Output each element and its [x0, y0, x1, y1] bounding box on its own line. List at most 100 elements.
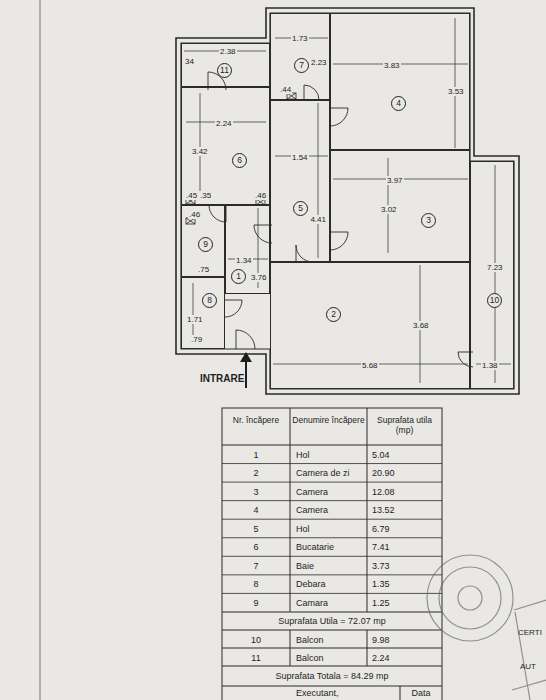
dimension-label: .44 [279, 85, 292, 94]
table-cell: 5.04 [372, 450, 440, 460]
room-number: 7 [294, 58, 309, 73]
table-row-line [222, 482, 442, 483]
table-cell: 4 [224, 505, 288, 515]
table-cell: 20.90 [372, 468, 440, 478]
room: 51.544.41 [270, 100, 330, 262]
room-number: 6 [232, 153, 247, 168]
dimension-label: 2.23 [310, 58, 328, 67]
table-cell: 1.35 [372, 579, 440, 589]
table-cell: 9.98 [372, 635, 440, 645]
table-cell: Suprafata Utila = 72.07 mp [224, 616, 440, 626]
room-number: 1 [231, 269, 246, 284]
table-cell: 3.73 [372, 561, 440, 571]
inner-wall [181, 13, 514, 389]
table-cell: 13.52 [372, 505, 440, 515]
stamp-text: AUT [520, 662, 544, 672]
table-cell: Bucatarie [296, 542, 365, 552]
table-cell: Hol [296, 524, 365, 534]
dimension-label: .45 [185, 191, 198, 200]
dimension-label: 1.71 [186, 315, 204, 324]
door-swings [208, 72, 473, 367]
table-cell: 2 [224, 468, 288, 478]
room: 8 1.71 .79 [181, 277, 225, 349]
table-cell: Camera de zi [296, 468, 365, 478]
table-cell: Hol [296, 450, 365, 460]
room: 9.46.75 [181, 205, 225, 277]
room: 10 7.23 1.38 [470, 161, 514, 389]
table-cell: 1 [224, 450, 288, 460]
dimension-label: 5.68 [361, 361, 379, 370]
room: 6 2.24 3.42 .45.35 .46 [181, 87, 270, 205]
dimension-label: 3.97 [386, 176, 404, 185]
table-cell: 12.08 [372, 487, 440, 497]
table-cell: Denumire încăpere [292, 415, 365, 425]
table-cell: Baie [296, 561, 365, 571]
room: 3 3.97 3.02 [330, 150, 470, 262]
table-cell: 1.25 [372, 598, 440, 608]
table-cell: Balcon [296, 635, 365, 645]
dimension-label: 3.42 [191, 147, 209, 156]
room: 4 3.83 3.53 [330, 13, 470, 150]
table-row-line [222, 574, 442, 575]
dimension-label: 1.73 [291, 34, 309, 43]
stamp-text: CERTI [518, 628, 545, 638]
entrance-label: INTRARE [200, 374, 264, 384]
outer-wall [176, 8, 519, 394]
room-number: 10 [487, 293, 502, 308]
room-number: 2 [326, 307, 341, 322]
dimension-label: 1.38 [481, 361, 499, 370]
table-cell: 7.41 [372, 542, 440, 552]
dimension-label: .46 [188, 210, 201, 219]
table-cell: 11 [224, 653, 288, 663]
room: 23.685.68 [270, 262, 470, 389]
room: 11.343.76 [225, 205, 270, 294]
room-number: 3 [421, 213, 436, 228]
table-cell: Camera [296, 505, 365, 515]
table-row-line [222, 500, 442, 501]
dimension-label: 1.34 [235, 256, 253, 265]
room-number: 4 [391, 96, 406, 111]
table-cell: Camara [296, 598, 365, 608]
dimension-label: 34 [184, 57, 195, 66]
official-stamp [427, 555, 546, 700]
table-cell: Debara [296, 579, 365, 589]
table-cell: 10 [224, 635, 288, 645]
area-table [222, 408, 442, 700]
dimension-label: 3.83 [383, 61, 401, 70]
table-cell: Executant, [296, 688, 396, 698]
table-cell: Nr. încăpere [224, 415, 288, 425]
dimension-label: .79 [190, 335, 203, 344]
table-row-line [222, 556, 442, 557]
table-cell: 7 [224, 561, 288, 571]
table-row-line [222, 593, 442, 594]
table-row-line [222, 537, 442, 538]
dimension-lines [184, 18, 511, 383]
room-number: 8 [202, 293, 217, 308]
dimension-label: 3.53 [447, 87, 465, 96]
table-cell: Balcon [296, 653, 365, 663]
room-number: 5 [293, 201, 308, 216]
dimension-label: 2.38 [219, 47, 237, 56]
table-cell: Camera [296, 487, 365, 497]
dimension-label: 3.02 [380, 205, 398, 214]
margin-line [40, 0, 41, 700]
dimension-label: 7.23 [486, 263, 504, 272]
dimension-label: 1.54 [291, 153, 309, 162]
table-cell: Suprafata utila (mp) [369, 415, 440, 435]
room-number: 11 [217, 63, 232, 78]
dimension-label: 2.24 [215, 119, 233, 128]
table-cell: 6 [224, 542, 288, 552]
room: 7 1.73 2.23 .44 [270, 13, 330, 100]
room: 11 2.38 34 [181, 43, 270, 87]
room-number: 9 [198, 237, 213, 252]
table-row-lines [222, 464, 442, 594]
table-cell: 5 [224, 524, 288, 534]
table-cell: Suprafata Totala = 84.29 mp [224, 671, 440, 681]
table-cell: 3 [224, 487, 288, 497]
table-row-line [222, 519, 442, 520]
dimension-label: .46 [254, 191, 267, 200]
table-cell: 9 [224, 598, 288, 608]
table-cell: 2.24 [372, 653, 440, 663]
dimension-label: .35 [199, 191, 212, 200]
